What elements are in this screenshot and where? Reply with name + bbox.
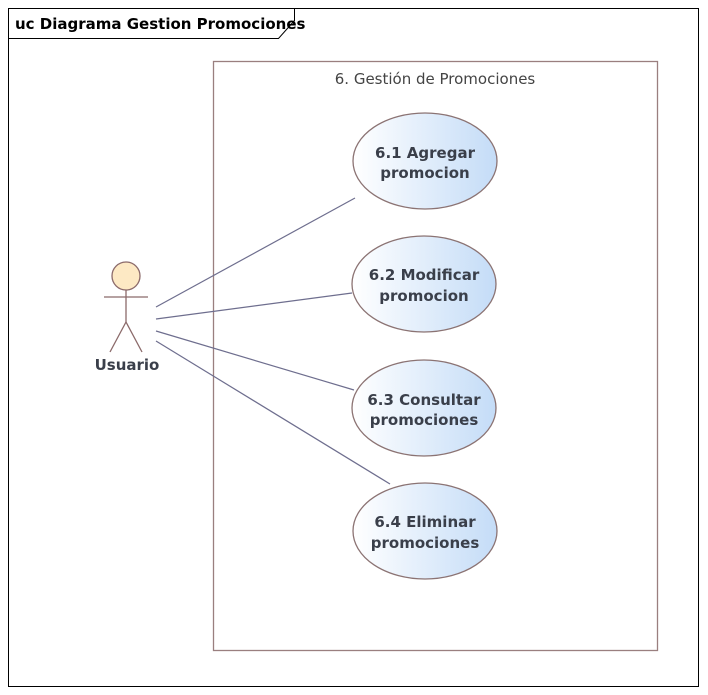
use-case-label-line2: promocion — [380, 164, 469, 182]
use-case-label-line1: 6.1 Agregar — [375, 144, 476, 162]
use-case-label-line2: promociones — [370, 411, 479, 429]
use-case-ellipse — [351, 235, 497, 333]
use-case-consultar-promociones[interactable]: 6.3 Consultar promociones — [351, 359, 497, 457]
association-modificar — [155, 292, 353, 320]
actor-left-leg — [109, 321, 127, 353]
boundary-title: 6. Gestión de Promociones — [335, 70, 536, 88]
use-case-label-line1: 6.2 Modificar — [369, 266, 480, 284]
actor-head — [111, 261, 141, 291]
association-consultar — [155, 330, 355, 391]
use-case-ellipse — [352, 482, 498, 580]
use-case-agregar-promocion[interactable]: 6.1 Agregar promocion — [352, 112, 498, 210]
association-agregar — [155, 197, 356, 308]
use-case-eliminar-promociones[interactable]: 6.4 Eliminar promociones — [352, 482, 498, 580]
use-case-label-line1: 6.3 Consultar — [367, 391, 481, 409]
frame-title: uc Diagrama Gestion Promociones — [15, 15, 305, 33]
actor-right-leg — [125, 321, 143, 353]
use-case-ellipse — [351, 359, 497, 457]
actor-name: Usuario — [95, 356, 160, 374]
use-case-label-line2: promociones — [371, 534, 480, 552]
frame-title-tab — [8, 8, 295, 39]
use-case-ellipse — [352, 112, 498, 210]
association-eliminar — [155, 340, 391, 485]
use-case-label-line1: 6.4 Eliminar — [374, 513, 476, 531]
use-case-modificar-promocion[interactable]: 6.2 Modificar promocion — [351, 235, 497, 333]
use-case-label-line2: promocion — [379, 287, 468, 305]
actor-usuario[interactable]: Usuario — [95, 261, 160, 374]
